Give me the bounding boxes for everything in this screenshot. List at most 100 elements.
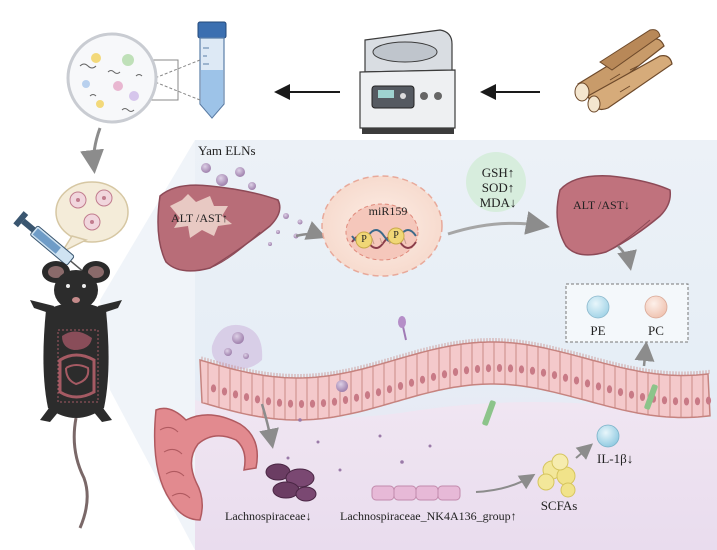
transporter-green bbox=[482, 400, 496, 426]
cell-nucleus bbox=[287, 399, 294, 408]
cell-nucleus bbox=[243, 393, 250, 402]
cell-nucleus bbox=[265, 397, 272, 406]
magnified-vesicles-circle bbox=[66, 32, 158, 124]
yam-elns-label: Yam ELNs bbox=[198, 143, 256, 158]
cell-nucleus bbox=[496, 364, 503, 372]
mirna-label: miR159 bbox=[368, 204, 408, 218]
cell-nucleus bbox=[683, 397, 690, 406]
p-left-label: P bbox=[361, 234, 367, 245]
cell-nucleus bbox=[705, 396, 712, 405]
nk4a136-bacteria-chain bbox=[371, 485, 461, 501]
cell-nucleus bbox=[364, 391, 371, 400]
scfas-cluster bbox=[537, 453, 576, 498]
cell-nucleus bbox=[573, 376, 580, 385]
cell-nucleus bbox=[408, 378, 415, 387]
scfas-label: SCFAs bbox=[540, 498, 578, 513]
cell-nucleus bbox=[606, 385, 613, 394]
cell-nucleus bbox=[397, 382, 404, 390]
centrifuge-tube-icon bbox=[197, 21, 227, 119]
brush-border bbox=[201, 338, 710, 378]
lumen-dots bbox=[286, 418, 432, 472]
cell-nucleus bbox=[639, 393, 646, 401]
pc-label: PC bbox=[648, 323, 664, 338]
gsh-label: GSH↑ bbox=[481, 165, 515, 180]
mda-label: MDA↓ bbox=[479, 195, 517, 210]
cell-nucleus bbox=[353, 393, 360, 402]
cell-nucleus bbox=[507, 364, 514, 373]
cell-nucleus bbox=[232, 390, 239, 399]
cell-nucleus bbox=[430, 372, 437, 381]
cell-nucleus bbox=[276, 398, 283, 407]
zoom-lines bbox=[149, 59, 201, 101]
intestinal-epithelium bbox=[199, 338, 712, 421]
villus-vesicle bbox=[336, 380, 348, 392]
cell-nucleus bbox=[672, 397, 679, 406]
cell-nucleus bbox=[386, 385, 393, 394]
cell-nucleus bbox=[474, 365, 481, 373]
cell-nucleus bbox=[210, 384, 217, 393]
antioxidant-bubble bbox=[466, 152, 526, 212]
mouse-icon bbox=[30, 261, 122, 529]
cell-nucleus bbox=[298, 400, 305, 408]
pc-dot bbox=[644, 295, 668, 319]
cell-nucleus bbox=[595, 382, 602, 391]
cell-nucleus bbox=[452, 368, 459, 376]
vesicle-uptake-blob bbox=[211, 324, 263, 369]
vesicle-drop bbox=[398, 316, 406, 328]
cell-nucleus bbox=[529, 366, 536, 375]
colon-icon bbox=[153, 407, 258, 521]
arrow-to-scfas bbox=[475, 473, 536, 493]
vesicle bbox=[224, 348, 232, 356]
p-right-label: P bbox=[393, 230, 399, 241]
arrow-liver-to-cell bbox=[295, 221, 327, 240]
lachnospiraceae-bacteria bbox=[265, 463, 317, 502]
arrow-intestine-to-lipids bbox=[634, 341, 655, 367]
sod-label: SOD↑ bbox=[481, 180, 515, 195]
cell-nucleus bbox=[375, 388, 382, 397]
cell-nucleus bbox=[419, 375, 426, 384]
vesicle bbox=[232, 332, 244, 344]
il1b-dot bbox=[596, 424, 620, 448]
hepatocyte-cell bbox=[321, 175, 443, 277]
cell-nucleus bbox=[485, 364, 492, 373]
cell-nucleus bbox=[331, 397, 338, 406]
cell-nucleus bbox=[221, 387, 228, 396]
cell-nucleus bbox=[661, 396, 668, 405]
cell-nucleus bbox=[309, 399, 316, 408]
yam-roots-icon bbox=[574, 29, 673, 113]
arrow-to-il1b bbox=[575, 443, 594, 460]
cell-nucleus bbox=[518, 365, 525, 374]
cell-nucleus bbox=[694, 397, 701, 406]
intestine-lumen-region bbox=[195, 400, 717, 550]
vesicle bbox=[243, 353, 249, 359]
cell-nucleus bbox=[540, 368, 547, 377]
cell-nucleus bbox=[254, 395, 261, 404]
liver-healthy-icon bbox=[556, 175, 672, 256]
cell-nucleus bbox=[617, 388, 624, 397]
lachnospiraceae-label: Lachnospiraceae↓ bbox=[225, 509, 312, 523]
centrifuge-icon bbox=[359, 29, 456, 134]
arrow-to-lachno bbox=[259, 403, 279, 449]
syringe-icon bbox=[13, 211, 87, 275]
liver-damaged-icon bbox=[157, 184, 281, 272]
cell-nucleus bbox=[320, 399, 327, 408]
cell-nucleus bbox=[584, 379, 591, 388]
transporter-green bbox=[644, 384, 658, 410]
arrow-cell-to-liver bbox=[447, 211, 550, 236]
liver-before-label: ALT /AST↑ bbox=[171, 211, 229, 225]
dose-bubble bbox=[55, 181, 129, 254]
liver-after-label: ALT /AST↓ bbox=[573, 198, 631, 212]
il1b-label: IL-1β↓ bbox=[597, 451, 634, 466]
pe-label: PE bbox=[590, 323, 606, 338]
arrow-liver-to-lipids bbox=[617, 245, 637, 271]
cell-nucleus bbox=[463, 366, 470, 375]
epithelium-band bbox=[199, 341, 711, 421]
cell-nucleus bbox=[628, 390, 635, 399]
cell-nucleus bbox=[342, 396, 349, 404]
arrow-vesicles-to-dose bbox=[80, 127, 104, 174]
pe-dot bbox=[586, 295, 610, 319]
nk4a136-label: Lachnospiraceae_NK4A136_group↑ bbox=[340, 509, 517, 523]
cell-nucleus bbox=[441, 370, 448, 379]
